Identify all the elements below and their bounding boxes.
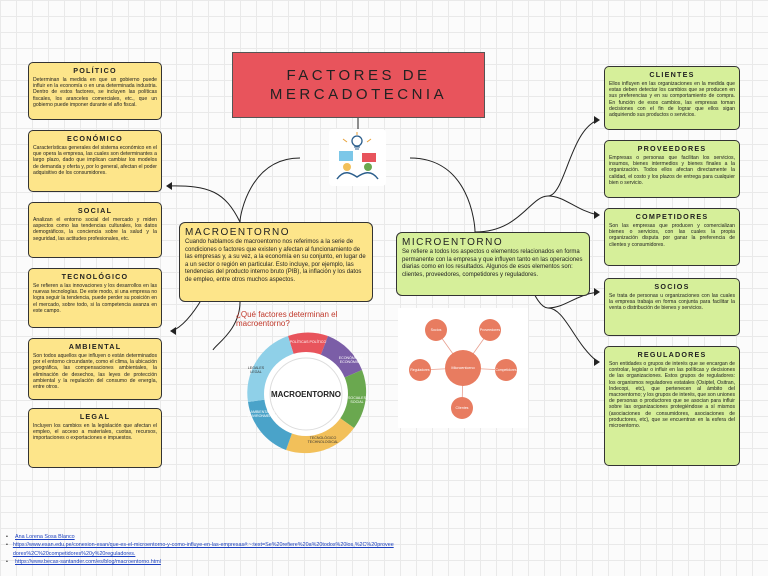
macroentorno-heading: MACROENTORNO [185,227,291,238]
card-heading: AMBIENTAL [68,342,122,351]
marketing-icon [329,129,386,186]
micro-node-socios [425,319,447,341]
card-socios: SOCIOS Se trata de personas u organizaci… [604,278,740,336]
microentorno-heading: MICROENTORNO [402,237,504,248]
card-proveedores: PROVEEDORES Empresas o personas que faci… [604,140,740,198]
card-social: SOCIAL Analizan el entorno social del me… [28,202,162,258]
card-heading: POLÍTICO [73,66,117,75]
wheel-label-politico: POLÍTICAS POLÍTICO [289,340,327,344]
card-heading: COMPETIDORES [635,212,709,221]
card-text: Ellos influyen en las organizaciones en … [609,81,735,119]
reference-item: •Ana Lorena Sosa Blanco [6,534,75,540]
card-text: Son todos aquellos que influyen o están … [33,353,157,391]
main-title: FACTORES DE MERCADOTECNIA [232,52,485,118]
card-heading: PROVEEDORES [637,144,707,153]
card-heading: SOCIAL [77,206,113,215]
reference-author[interactable]: Ana Lorena Sosa Blanco [15,534,75,540]
card-heading: CLIENTES [649,70,695,79]
card-text: Características generales del sistema ec… [33,145,157,176]
card-heading: TECNOLÓGICO [61,272,129,281]
macroentorno-box: MACROENTORNO Cuando hablamos de macroent… [179,222,373,302]
macroentorno-figure: ¿Qué factores determinan el macroentorno… [236,310,376,460]
card-legal: LEGAL Incluyen los cambios en la legisla… [28,408,162,468]
microentorno-text: Se refiere a todos los aspectos o elemen… [402,249,583,278]
card-heading: LEGAL [79,412,111,421]
macroentorno-question: ¿Qué factores determinan el macroentorno… [236,310,338,328]
card-text: Empresas o personas que facilitan los se… [609,155,735,186]
card-text: Analizan el entorno social del mercado y… [33,217,157,242]
card-text: Son entidades o grupos de interés que se… [609,361,735,430]
micro-center-label: Microentorno [451,365,475,370]
micro-node-proveedores [479,319,501,341]
card-competidores: COMPETIDORES Son las empresas que produc… [604,208,740,266]
micro-node-competidores [495,359,517,381]
reference-item: •https://www.esan.edu.pe/conexion-esan/q… [6,541,396,558]
wheel-label-social: SOCIALES SOCIAL [348,396,366,404]
card-text: Son las empresas que producen y comercia… [609,223,735,248]
microentorno-box: MICROENTORNO Se refiere a todos los aspe… [396,232,590,296]
micro-label-proveedores: Proveedores [479,328,501,332]
wheel-label-legal: LEGALES LEGAL [247,366,265,374]
references-list: •Ana Lorena Sosa Blanco •https://www.esa… [6,533,396,567]
wheel-label-economico: ECONÓMICAS ECONÓMICO [338,356,364,364]
reference-link[interactable]: https://www.esan.edu.pe/conexion-esan/qu… [12,542,394,557]
micro-label-reguladores: Reguladores [410,368,430,372]
card-politico: POLÍTICO Determinan la medida en que un … [28,62,162,120]
card-ambiental: AMBIENTAL Son todos aquellos que influye… [28,338,162,400]
micro-label-socios: Socios [430,328,442,332]
card-heading: ECONÓMICO [67,134,123,143]
reference-item: •https://www.becas-santander.com/es/blog… [6,559,161,566]
microentorno-figure: Microentorno Socios Proveedores Competid… [398,308,528,428]
reference-link[interactable]: https://www.becas-santander.com/es/blog/… [15,559,161,566]
card-text: Incluyen los cambios en la legislación q… [33,423,157,442]
card-text: Determinan la medida en que un gobierno … [33,77,157,108]
card-heading: SOCIOS [654,282,690,291]
card-clientes: CLIENTES Ellos influyen en las organizac… [604,66,740,130]
micro-center-node [445,350,481,386]
wheel-center [269,357,343,431]
macroentorno-text: Cuando hablamos de macroentorno nos refe… [185,239,366,283]
card-text: Se refieren a las innovaciones y los des… [33,283,157,314]
card-tecnologico: TECNOLÓGICO Se refieren a las innovacion… [28,268,162,328]
card-economico: ECONÓMICO Características generales del … [28,130,162,192]
micro-label-competidores: Competidores [495,368,517,372]
wheel-label-tecnologico: TECNOLÓGICO TECHNOLOGICAL [307,436,339,444]
card-text: Se trata de personas u organizaciones co… [609,293,735,312]
title-line-1: FACTORES DE [286,67,431,84]
wheel-center-label: MACROENTORNO [270,390,342,399]
card-reguladores: REGULADORES Son entidades o grupos de in… [604,346,740,466]
micro-node-reguladores [409,359,431,381]
title-line-2: MERCADOTECNIA [269,86,448,103]
micro-node-clientes [451,397,473,419]
card-heading: REGULADORES [637,350,707,359]
wheel-label-ambiental: AMBIENTALES ENVIRONMENTAL [247,410,279,418]
micro-label-clientes: Clientes [455,406,469,410]
